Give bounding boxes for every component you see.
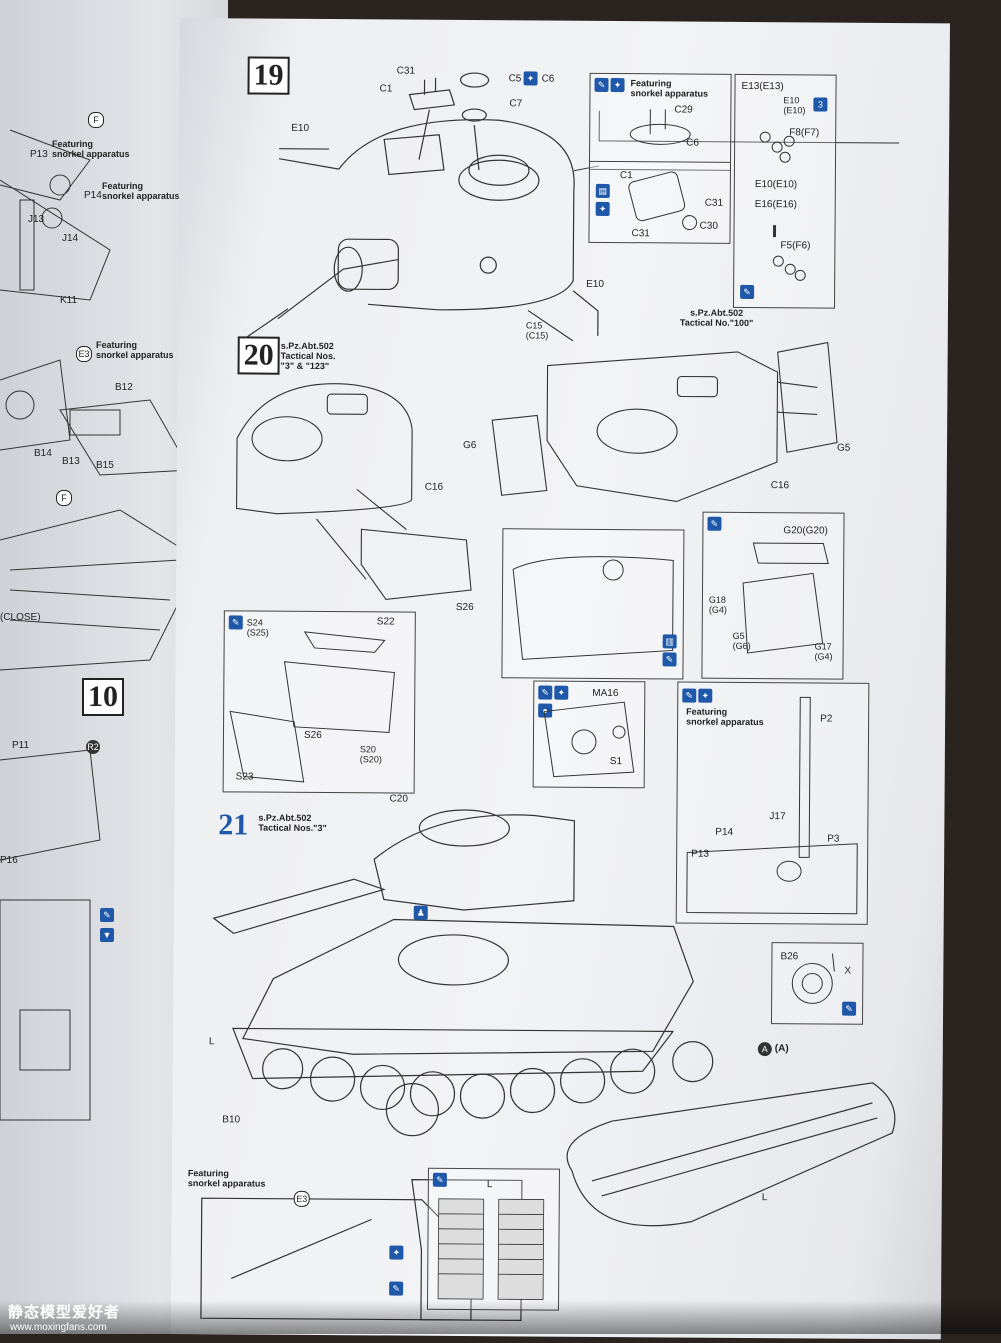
label-e3-circle: E3 [76,346,92,362]
callout-bin-parts: ✎ G20(G20) G18 (G4) G5 (G6) G17 (G4) [701,511,845,680]
callout-turret-side: ▥ ✎ [501,528,685,680]
left-page-drawings [0,129,201,1121]
part-label: P16 [0,855,18,866]
watermark-bar: 静态模型爱好者 www.moxingfans.com [0,1300,1001,1334]
label-f-circle: F [56,490,72,506]
part-label: P11 [12,740,30,751]
snorkel-caption: Featuring snorkel apparatus [52,139,130,159]
part-label: P14 [84,190,102,201]
label-f-circle: F [88,112,104,128]
snorkel-caption: Featuring snorkel apparatus [187,1168,266,1189]
close-label: (CLOSE) [0,612,41,623]
label-r2-circle: R2 [86,740,100,754]
part-label: B14 [34,448,52,459]
callout-snorkel-pipe: ✎ ✦ Featuring snorkel apparatus P2 J17 P… [675,681,870,925]
step20-drawings [236,341,838,601]
part-label: L [486,1179,493,1191]
cement-icon: ♟ [413,905,428,920]
watermark-title: 静态模型爱好者 [8,1304,121,1321]
cement-icon: ✎ [389,1281,404,1296]
part-label: B12 [115,382,133,393]
cement-icon: ✎ [100,908,114,922]
callout-ma16: ✎ ✦ ● MA16 S1 [532,680,646,789]
callout-snorkel-hatch: ✎ ✦ Featuring snorkel apparatus C29 C6 [588,72,732,171]
callout-hatch-detail: ▤ ✦ C1 C31 C31 C30 [588,160,732,244]
step19-turret-drawing [237,72,900,344]
callout-stowage-box: ✎ S24 (S25) S22 S26 S23 S20 (S20) [222,610,416,794]
part-label: (A) [774,1043,789,1055]
part-label: P13 [30,149,48,160]
watermark-url: www.moxingfans.com [10,1322,107,1333]
part-label: L [761,1192,768,1204]
part-label: J13 [28,214,45,225]
label-a-circle: A [757,1042,772,1057]
callout-b26: B26 X ✎ [770,942,864,1025]
cement-icon: ✦ [389,1245,404,1260]
step21-tank-drawing [200,809,896,1322]
part-label: B10 [222,1114,241,1126]
snorkel-caption: Featuring snorkel apparatus [96,340,174,360]
part-label: L [208,1036,215,1048]
part-label: B13 [62,456,80,467]
part-label: C20 [389,793,408,805]
snorkel-caption: Featuring snorkel apparatus [102,181,180,201]
part-label: B15 [96,460,114,471]
right-instruction-page: 19 C31 C1 C5 ✦ C6 C7 E10 [170,18,950,1340]
step-number-10: 10 [82,678,124,716]
part-label: K11 [60,295,78,306]
part-label: J14 [62,233,79,244]
paint-icon: ▼ [100,928,114,942]
label-e3-circle: E3 [293,1190,310,1207]
callout-snorkel-parts: E13(E13) E10 (E10) 3 F8(F7) E10(E10) E16… [732,73,837,309]
callout-track-links: ✎ L [426,1167,560,1311]
